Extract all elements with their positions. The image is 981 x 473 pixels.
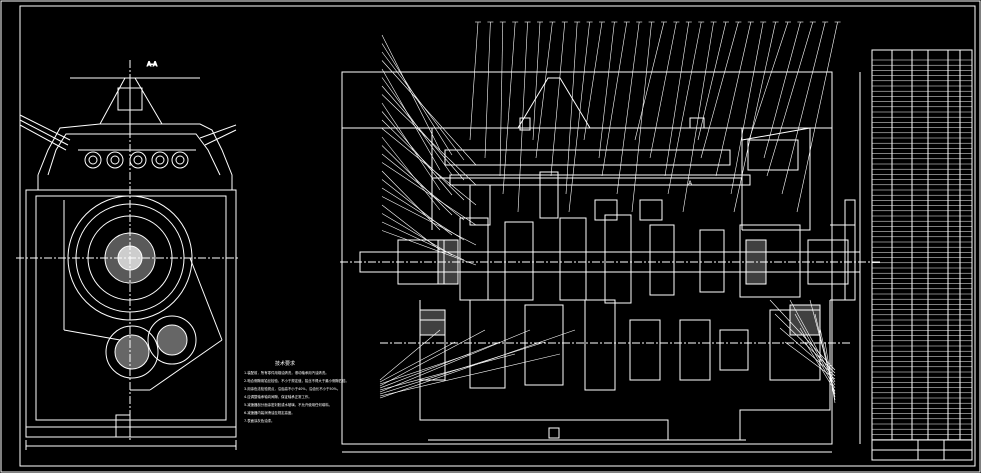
leader-line-left (381, 162, 477, 226)
leader-line-top (550, 21, 566, 177)
tech-requirements-title: 技术要求 (275, 360, 295, 367)
leader-line-left (381, 196, 477, 246)
leader-line-top (502, 21, 516, 195)
leader-line-top (733, 21, 776, 213)
leader-line-top (715, 21, 752, 177)
leader-line-bottom (379, 341, 501, 389)
leader-line-top (616, 21, 640, 195)
leader-line-right (799, 327, 836, 389)
leader-line-right (804, 341, 836, 392)
leader-line-top (766, 21, 814, 177)
leader-line-top (568, 21, 590, 213)
leader-line-top (601, 21, 628, 177)
parts-list-rows (872, 59, 972, 440)
housing-body (25, 189, 237, 428)
leader-line-top (598, 21, 615, 159)
lower-housing (419, 300, 831, 441)
leader-line-right (794, 313, 836, 386)
main-section-view: A (340, 71, 880, 453)
leader-line-top (700, 21, 739, 159)
leader-line-top (781, 21, 826, 195)
leader-line-top (583, 21, 603, 141)
leader-line-right (784, 341, 836, 380)
small-gear-left (105, 325, 159, 379)
leader-line-left (381, 85, 465, 181)
leader-line-top (535, 21, 553, 159)
leader-line-top (565, 21, 578, 195)
tech-item-3: 3.用涂色法检验斑点，沿齿高不小于40%，沿齿长不小于50%。 (244, 386, 340, 391)
leader-line-left (381, 213, 453, 256)
leader-line-bottom (379, 353, 561, 397)
tech-item-7: 7.表面涂灰色油漆。 (244, 418, 274, 423)
leader-line-top (763, 21, 801, 159)
leader-line-top (499, 21, 504, 177)
leader-line-top (664, 21, 690, 177)
top-cover (431, 127, 743, 179)
leader-line-bottom (379, 329, 531, 393)
leader-line-left (381, 136, 441, 211)
leader-line-left (381, 153, 465, 221)
section-label: A-A (147, 61, 158, 68)
leader-line-bottom (379, 329, 486, 387)
leader-line-bottom (379, 353, 516, 391)
leader-line-left (381, 170, 441, 231)
leader-line-top (682, 21, 714, 213)
tech-item-1: 1.装配前，所有零件用煤油清洗，滚动轴承用汽油清洗。 (244, 370, 329, 375)
leader-line-bottom (379, 329, 441, 381)
leader-line-top (631, 21, 652, 213)
leader-line-top (532, 21, 541, 141)
tech-item-5: 5.减速器剖分面涂密封胶或水玻璃，不允许使用任何填料。 (244, 402, 332, 407)
leader-line-bottom (379, 341, 456, 383)
leader-line-left (381, 221, 465, 261)
leader-line-bottom (379, 341, 546, 395)
lifting-lug (99, 77, 163, 125)
leader-line-right (769, 299, 836, 371)
leader-line-top (634, 21, 665, 141)
leader-line-top (484, 21, 491, 159)
leader-line-top (517, 21, 528, 213)
section-mark: A (688, 180, 693, 187)
leader-line-top (649, 21, 677, 159)
leader-line-right (779, 327, 836, 377)
section-view-a-a: A-A (16, 60, 240, 450)
leader-line-left (381, 119, 465, 201)
leader-line-right (824, 341, 836, 404)
leader-line-left (381, 94, 477, 186)
leader-line-top (748, 21, 789, 141)
leader-line-top (697, 21, 727, 141)
leader-line-bottom (379, 329, 576, 399)
parts-list (871, 49, 973, 461)
leader-line-left (381, 179, 453, 236)
tech-requirements: 技术要求 1.装配前，所有零件用煤油清洗，滚动轴承用汽油清洗。 2.啮合侧隙用铅… (244, 360, 349, 423)
small-gear-right (147, 315, 197, 365)
leader-line-top (730, 21, 764, 195)
inner-frame (19, 5, 976, 467)
leader-line-left (381, 128, 477, 206)
tech-item-2: 2.啮合侧隙用铅丝检验，不小于规定值，铅丝不得大于最小侧隙四倍。 (244, 378, 349, 383)
leader-line-top (796, 21, 838, 213)
leader-lines (379, 21, 841, 404)
leader-line-left (381, 187, 465, 241)
leader-line-left (381, 111, 453, 196)
leader-line-top (469, 21, 479, 141)
leader-line-top (667, 21, 702, 195)
tech-item-6: 6.减速器内装润滑油至规定高度。 (244, 410, 295, 415)
leader-line-left (381, 60, 477, 166)
leader-line-left (381, 145, 453, 216)
tech-item-4: 4.应调整轴承轴向间隙，保证轴承正常工作。 (244, 394, 312, 399)
leader-line-left (381, 230, 477, 266)
leader-line-right (789, 299, 836, 383)
